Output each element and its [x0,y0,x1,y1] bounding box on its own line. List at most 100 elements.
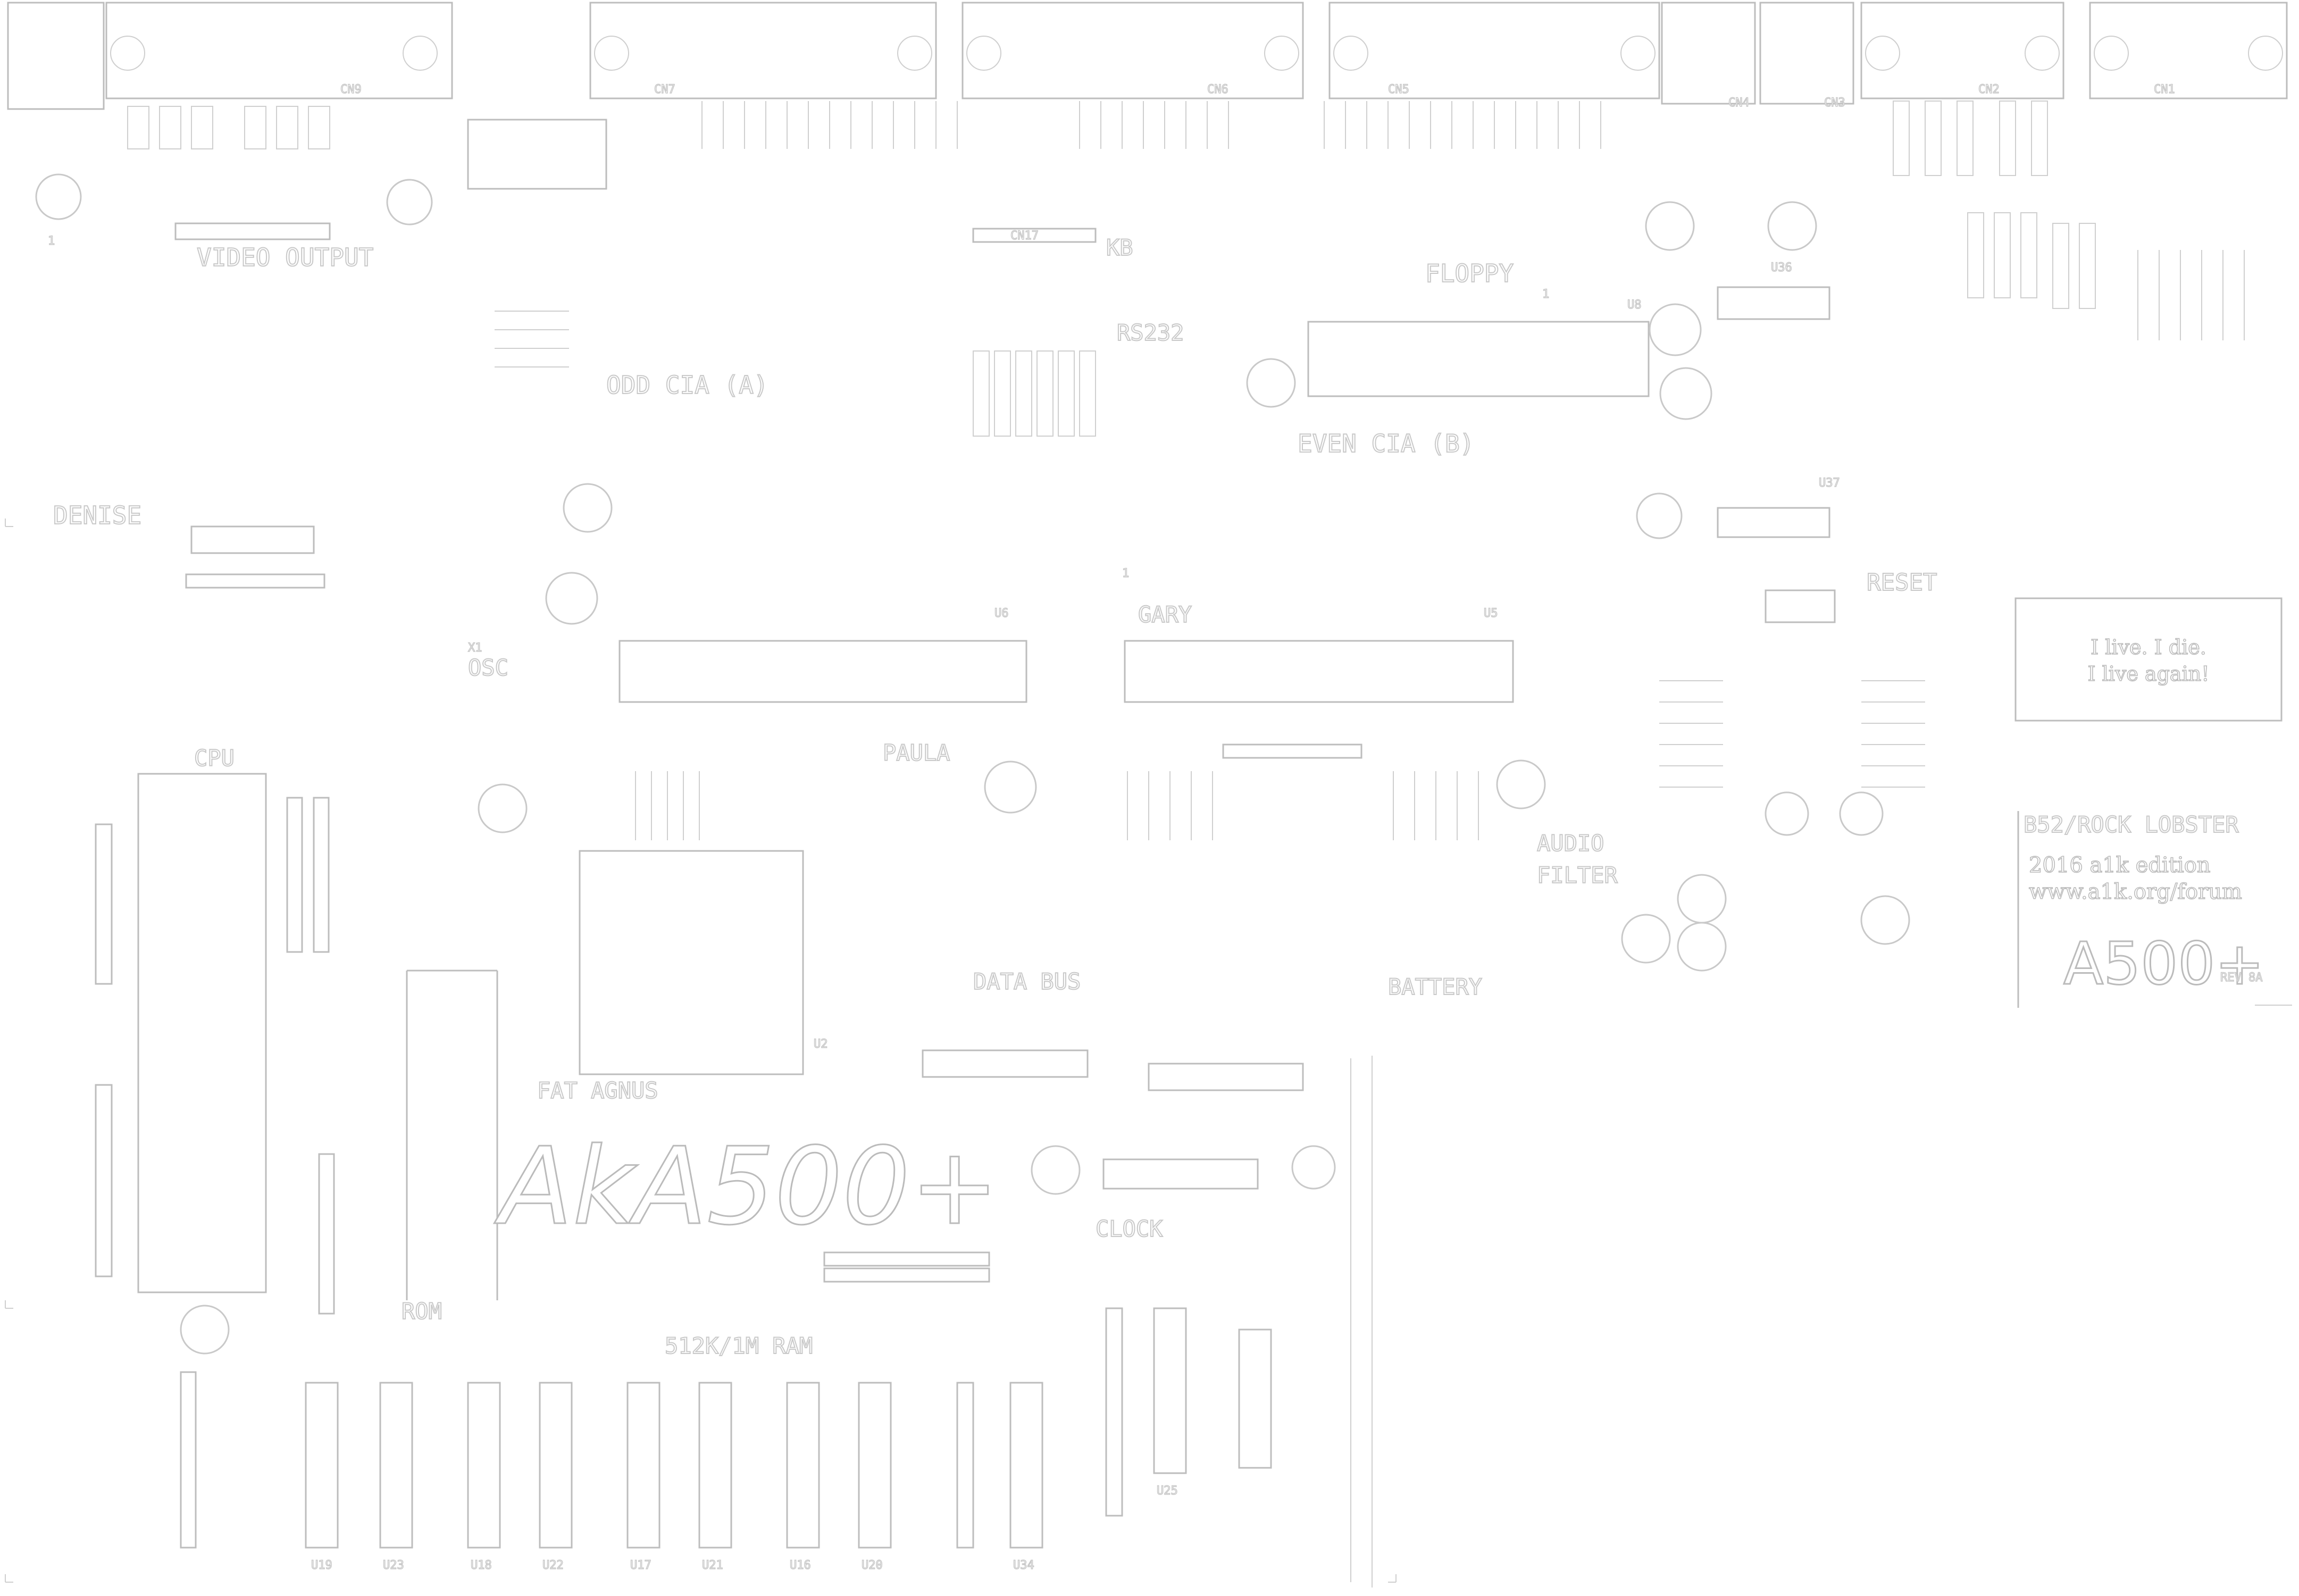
floppy-label: FLOPPY [1425,259,1514,288]
odd-cia-label: ODD CIA (A) [606,371,768,399]
chip-u21 [698,1382,732,1549]
capacitor-c312 [1031,1145,1081,1195]
u2-label: U2 [814,1038,828,1051]
edition-title: B52/ROCK LOBSTER [2024,812,2239,838]
pin1-marker: 1 [48,235,55,248]
passive-row-top [127,101,2245,340]
quote-line-2: I live again! [2088,662,2210,686]
chip-u13 [922,1049,1089,1078]
cpu-label: CPU [194,745,235,771]
u25-label: U25 [1157,1484,1178,1498]
filter-label: FILTER [1537,862,1618,888]
edition-year: 2016 a1k edition [2029,853,2211,878]
connector-cn1: CN1 [2089,2,2288,99]
aka500-logo: AkA500+ [494,1125,999,1249]
connector-cn3: CN3 [1759,2,1854,110]
resistor-pack-rp135 [956,1382,974,1549]
chip-even-cia [1307,321,1650,397]
u34-label: U34 [1013,1559,1034,1572]
quote-box [2014,597,2283,722]
chip-u20 [858,1382,892,1549]
denise-label: DENISE [53,501,141,530]
connector-cn8 [7,2,105,110]
cn7-label: CN7 [654,83,675,96]
cn1-label: CN1 [2154,83,2175,96]
chip-paula [618,640,1027,703]
chip-u34 [1009,1382,1043,1549]
chip-u37 [1717,507,1830,538]
rom-socket [406,970,498,1300]
cn6-label: CN6 [1207,83,1228,96]
edition-model: A500+ [2063,930,2264,998]
u21-label: U21 [702,1559,723,1572]
capacitor-c313 [1496,759,1546,809]
chip-u18 [467,1382,501,1549]
resistor-pack-rp103 [286,797,303,953]
u16-label: U16 [790,1559,811,1572]
chip-cpu [137,773,267,1293]
cn5-label: CN5 [1388,83,1409,96]
cn9-label: CN9 [340,83,362,96]
edition-block: B52/ROCK LOBSTER 2016 a1k edition www.a1… [2017,811,2265,1008]
cn3-label: CN3 [1824,96,1845,110]
capacitor-c354 [1677,922,1727,972]
capacitor-c303 [984,761,1037,814]
quote-line-1: I live. I die. [2091,636,2206,659]
pin1-marker: 1 [1122,567,1129,580]
cn2-label: CN2 [1978,83,2000,96]
crystal-y1 [1291,1145,1336,1190]
chip-u17 [626,1382,661,1549]
u23-label: U23 [383,1559,404,1572]
resistor-pack-rp133 [1105,1307,1123,1517]
u37-label: U37 [1819,477,1840,490]
capacitor-c326 [1645,201,1695,251]
chip-u19 [305,1382,339,1549]
video-header [174,222,331,240]
capacitor-c311 [1765,791,1809,836]
u6-label: U6 [994,607,1009,620]
gary-label: GARY [1138,601,1192,628]
capacitor-c315 [180,1305,230,1355]
u22-label: U22 [542,1559,564,1572]
connector-cn4: CN4 [1661,2,1756,110]
clock-label: CLOCK [1096,1216,1163,1242]
chip-u22 [539,1382,573,1549]
chip-u26 [1238,1328,1272,1469]
capacitor-c322 [1246,358,1296,408]
reset-label: RESET [1867,569,1937,596]
cn17-label: CN17 [1010,229,1039,243]
reset-switch [1765,589,1836,623]
resistor-pack-rp106 [180,1371,197,1549]
capacitor-c331 [1649,303,1702,356]
resistor-pack-rp102 [95,1084,113,1277]
chip-gary [1124,640,1514,703]
paula-passives [635,680,1925,840]
capacitor-c305 [478,783,528,833]
pin1-marker: 1 [1542,288,1549,301]
board-edge-marks [5,519,2292,1587]
edition-rev: REV 8A [2220,971,2262,984]
ram-label: 512K/1M RAM [665,1333,813,1359]
capacitor-c301 [386,179,433,225]
connector-cn5: CN5 [1328,2,1660,99]
component-lf1 [467,119,607,190]
chip-u25 [1153,1307,1187,1474]
chip-u16 [786,1382,820,1549]
cn4-label: CN4 [1728,96,1750,110]
resistor-pack-rp101 [95,823,113,985]
capacitor-c330 [1767,201,1817,251]
capacitor-c302 [35,173,82,220]
capacitor-c332 [1659,367,1712,420]
connector-cn7: CN7 [589,2,937,99]
x1-label: X1 [468,641,482,655]
u19-label: U19 [311,1559,332,1572]
chip-u14 [1148,1063,1304,1091]
ram-chips [305,1382,1043,1549]
resistor-pack-rp105 [318,1153,335,1315]
u20-label: U20 [862,1559,883,1572]
fat-agnus-label: FAT AGNUS [537,1077,658,1104]
rom-label: ROM [402,1298,442,1324]
u5-label: U5 [1484,607,1498,620]
connector-cn2: CN2 [1860,2,2064,99]
